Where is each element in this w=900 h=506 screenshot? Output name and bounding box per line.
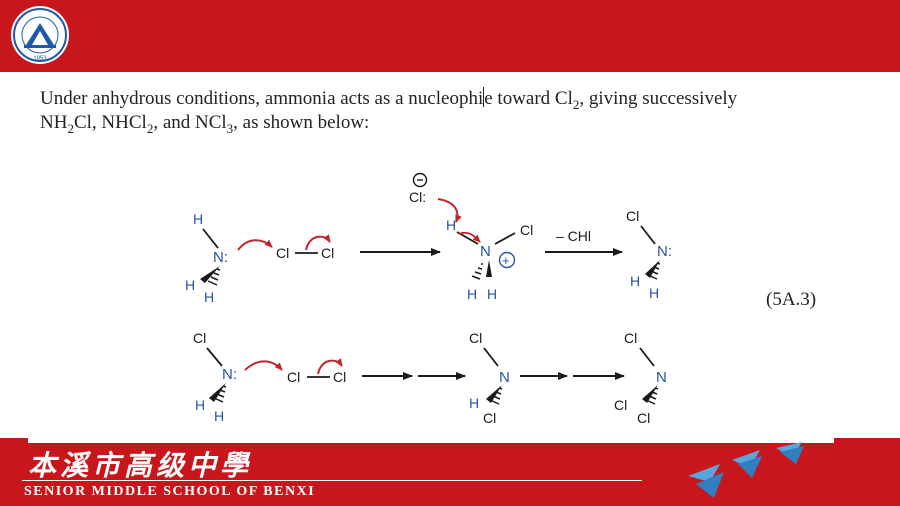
atom-n: N — [499, 369, 510, 386]
atom-h: H — [469, 395, 479, 411]
wedge-bond — [200, 266, 220, 283]
equation-number: (5A.3) — [766, 289, 817, 310]
hash-bond — [489, 387, 503, 405]
text-run: Cl, NHCl — [73, 112, 147, 133]
hash-bond — [207, 268, 221, 286]
text-run: , as shown below: — [233, 112, 370, 133]
bond — [202, 228, 219, 249]
atom-h: H — [467, 286, 477, 302]
wedge-bond — [209, 383, 226, 402]
hash-bond — [645, 387, 659, 405]
atom-cl: Cl — [626, 208, 639, 224]
atom-cl: Cl — [333, 369, 346, 385]
atom-n: N — [480, 243, 491, 260]
school-seal-icon: 1953 — [11, 6, 69, 64]
chlorine-molecule-2: Cl Cl — [287, 369, 346, 385]
hash-bond — [647, 262, 661, 280]
chloramine-reactant: Cl N: H H — [193, 330, 237, 424]
minus-charge-circle — [412, 172, 428, 188]
paper-cranes-icon — [688, 442, 804, 498]
atom-cl: Cl: — [409, 189, 426, 205]
bond — [639, 347, 655, 367]
bond — [483, 347, 499, 367]
atom-n: N: — [213, 249, 228, 266]
atom-cl: Cl — [469, 330, 482, 346]
nitrogen-trichloride: Cl N Cl Cl — [614, 330, 667, 426]
atom-cl: Cl — [614, 397, 627, 413]
curved-arrow — [458, 231, 481, 243]
footer-divider — [28, 438, 834, 443]
text-run: Under anhydrous conditions, ammonia acts… — [40, 88, 484, 109]
seal-year: 1953 — [33, 56, 47, 62]
atom-h: H — [214, 408, 224, 424]
text-run: , giving successively — [579, 88, 738, 109]
atom-n: N — [656, 369, 667, 386]
wedge-bond — [486, 385, 502, 403]
atom-h: H — [649, 285, 659, 301]
atom-cl: Cl — [193, 330, 206, 346]
footer-line — [22, 480, 642, 481]
atom-h: H — [204, 289, 214, 305]
atom-h: H — [446, 217, 456, 233]
text-run: e toward Cl — [484, 88, 573, 109]
subscript: 3 — [226, 120, 234, 136]
curved-arrow — [305, 234, 331, 251]
hash-bond — [471, 263, 483, 280]
bond — [640, 225, 656, 245]
ammonium-intermediate: H N Cl + H H — [446, 217, 533, 302]
elimination-label: – CHl — [556, 228, 591, 244]
text-cursor — [483, 87, 485, 107]
subscript: 2 — [146, 120, 154, 136]
plus-charge-circle — [498, 251, 516, 269]
ammonia-molecule-1: H N: H H — [185, 211, 228, 305]
atom-h: H — [487, 286, 497, 302]
wedge-bond — [642, 385, 658, 403]
curved-arrow — [244, 360, 283, 371]
atom-n: N: — [657, 243, 672, 260]
bond — [494, 232, 516, 245]
atom-cl: Cl — [321, 245, 334, 261]
curved-arrow — [317, 358, 343, 375]
chlorine-molecule-1: Cl Cl — [276, 245, 334, 261]
atom-cl: Cl — [276, 245, 289, 261]
atom-h: H — [185, 277, 195, 293]
school-name-cn: 本溪市高级中學 — [28, 449, 253, 482]
atom-cl: Cl — [520, 222, 533, 238]
subscript: 2 — [67, 120, 74, 136]
body-text: Under anhydrous conditions, ammonia acts… — [40, 87, 860, 135]
hash-bond — [213, 385, 227, 403]
atom-h: H — [193, 211, 203, 227]
bond — [206, 347, 223, 367]
slide-content: Under anhydrous conditions, ammonia acts… — [0, 72, 900, 438]
chloramine-product: Cl N: H H — [626, 208, 672, 301]
atom-cl: Cl — [624, 330, 637, 346]
text-run: NH — [40, 112, 68, 133]
chloride-ion: Cl: — [409, 172, 428, 205]
header-bar: 1953 — [0, 0, 900, 72]
wedge-bond — [645, 260, 660, 278]
text-run: , and NCl — [153, 112, 227, 133]
subscript: 2 — [572, 96, 580, 112]
atom-h: H — [195, 397, 205, 413]
reaction-scheme: H N: H H Cl Cl Cl: H N — [185, 172, 672, 426]
atom-cl: Cl — [483, 410, 496, 426]
dichloramine: Cl N H Cl — [469, 330, 510, 426]
atom-cl: Cl — [637, 410, 650, 426]
atom-cl: Cl — [287, 369, 300, 385]
wedge-bond — [486, 260, 492, 277]
plus-sign: + — [502, 253, 510, 268]
atom-n: N: — [222, 366, 237, 383]
curved-arrow — [437, 198, 462, 223]
school-name-en: SENIOR MIDDLE SCHOOL OF BENXI — [24, 484, 316, 499]
atom-h: H — [630, 273, 640, 289]
curved-arrow — [237, 239, 273, 251]
